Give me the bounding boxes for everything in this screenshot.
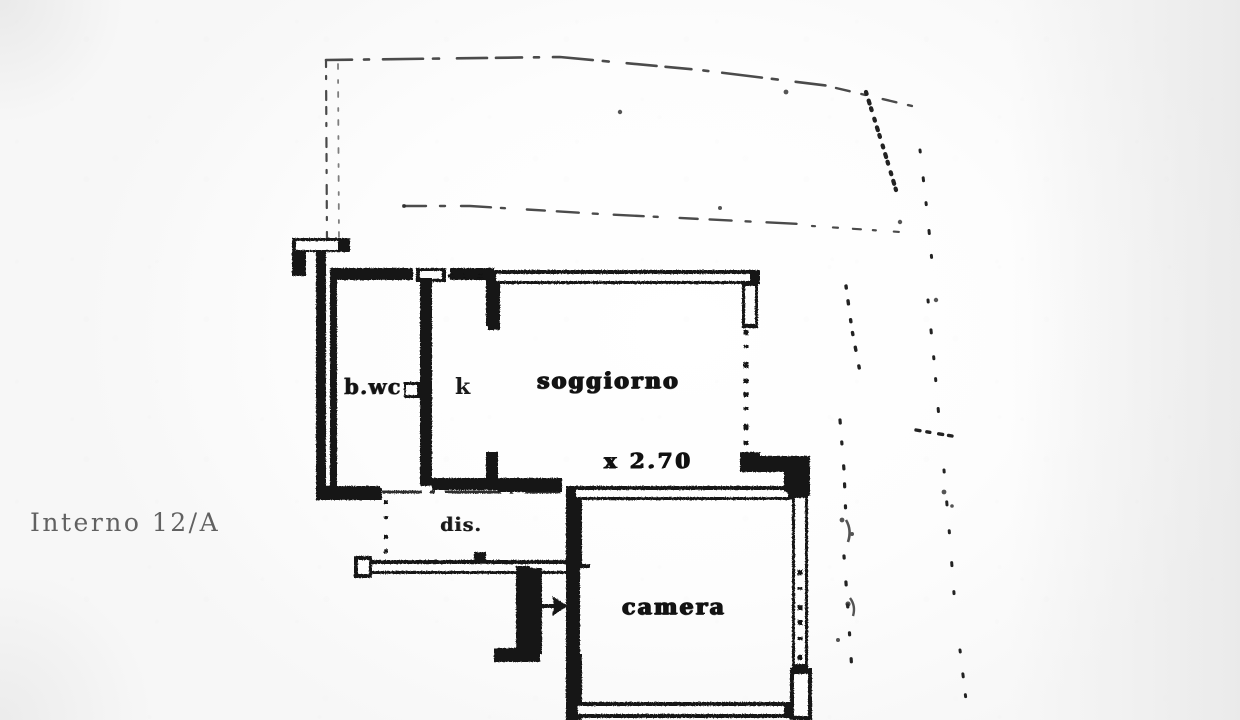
terrace-outline-dashed (324, 55, 914, 247)
room-label-kitchen: k (455, 374, 471, 400)
wall-openings (382, 274, 803, 668)
unit-label: Interno 12/A (30, 508, 221, 537)
walls (292, 238, 812, 720)
room-label-hallway: dis. (440, 514, 482, 536)
room-label-bedroom: camera (622, 594, 726, 620)
scan-speckles (402, 89, 954, 642)
room-label-bathroom: b.wc (344, 374, 402, 399)
property-boundary-dotted-right (838, 89, 968, 702)
living-room-height-dimension: x 2.70 (604, 448, 693, 473)
room-label-living: soggiorno (537, 368, 680, 394)
